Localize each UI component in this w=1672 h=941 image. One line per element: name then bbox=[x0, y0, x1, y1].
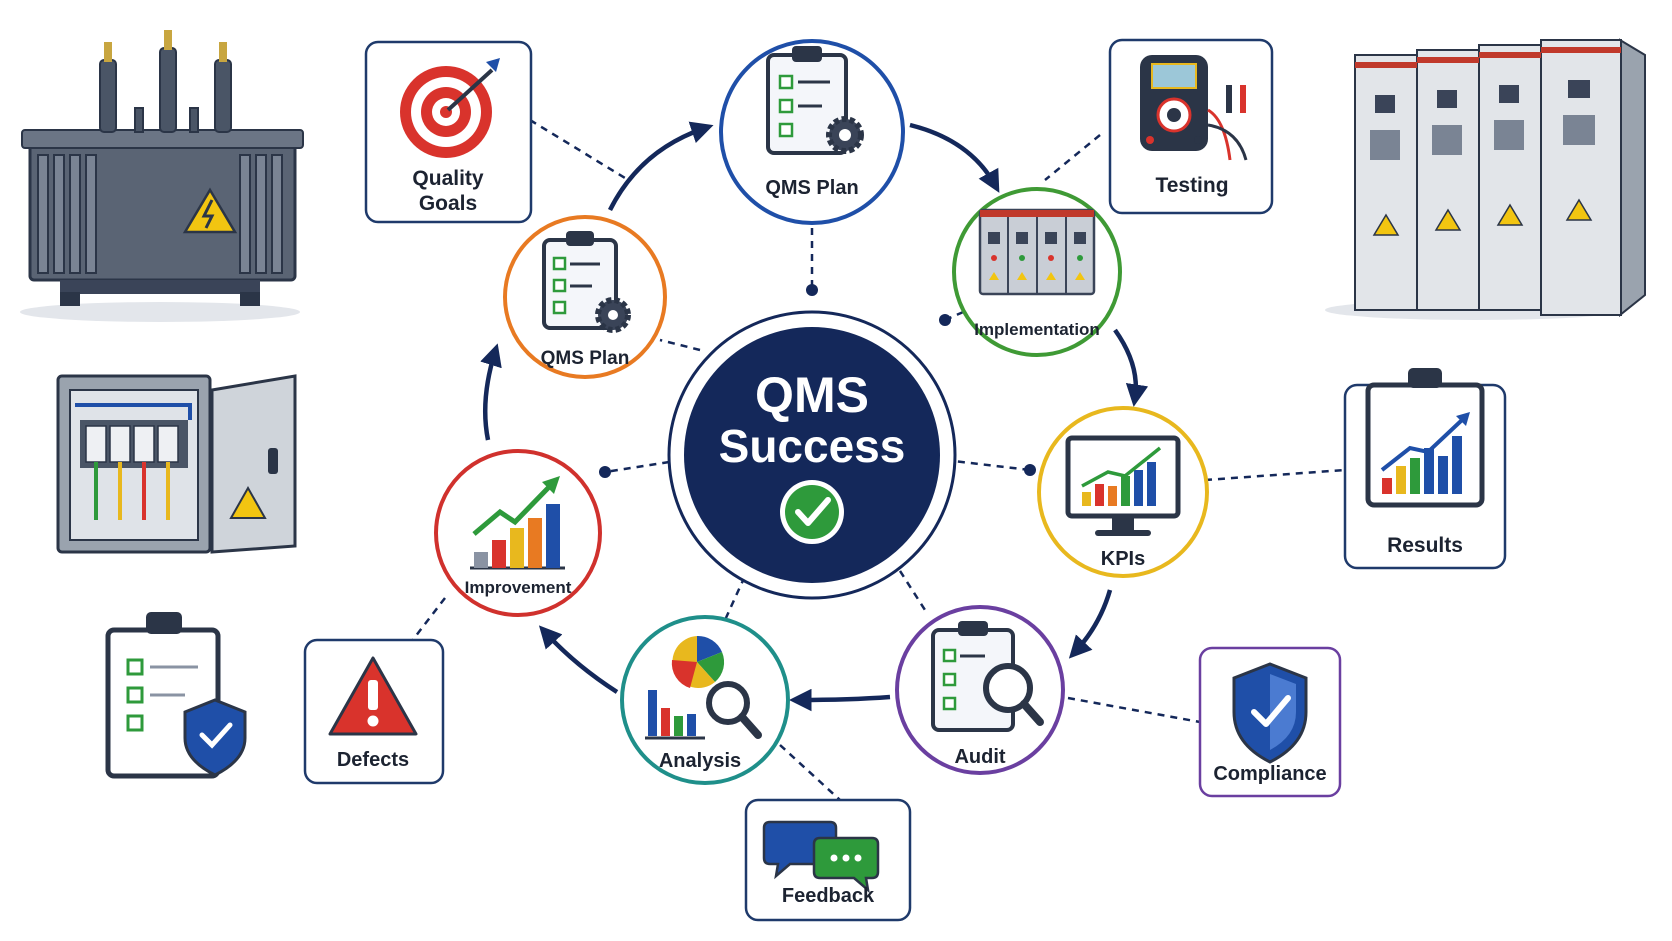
box-compliance[interactable]: Compliance bbox=[1198, 646, 1342, 798]
node-label: Analysis bbox=[659, 750, 741, 772]
box-quality-goals[interactable]: Quality Goals bbox=[364, 40, 533, 224]
node-analysis[interactable]: Analysis bbox=[620, 615, 790, 785]
target-icon bbox=[400, 58, 500, 158]
connector-center-qmsleft bbox=[659, 338, 701, 352]
check-badge-icon bbox=[780, 480, 844, 544]
center-hub: QMS Success bbox=[667, 310, 957, 600]
center-title-line2: Success bbox=[719, 420, 906, 472]
box-label-line2: Goals bbox=[419, 192, 477, 215]
center-title-line1: QMS bbox=[755, 367, 869, 423]
arrow-qmsleft-to-top bbox=[607, 121, 714, 212]
arrow-kpis-to-audit bbox=[1068, 589, 1113, 659]
node-label: QMS Plan bbox=[765, 177, 858, 199]
node-audit[interactable]: Audit bbox=[895, 605, 1065, 775]
box-feedback[interactable]: Feedback bbox=[744, 798, 912, 922]
box-label-line1: Testing bbox=[1155, 174, 1228, 197]
electrical-panel-icon bbox=[56, 374, 297, 554]
node-label: KPIs bbox=[1101, 548, 1145, 570]
box-label-line1: Feedback bbox=[782, 885, 875, 907]
arrow-top-to-implementation bbox=[909, 122, 1000, 193]
connector-center-kpis bbox=[944, 458, 1031, 472]
switchgear-cabinet-icon bbox=[978, 208, 1096, 296]
clipboard-magnifier-icon bbox=[931, 621, 1044, 732]
box-label-line1: Results bbox=[1387, 534, 1463, 557]
warning-icon bbox=[328, 656, 418, 736]
box-label-line1: Defects bbox=[337, 749, 409, 771]
box-defects[interactable]: Defects bbox=[303, 638, 445, 785]
node-label: Implementation bbox=[974, 320, 1100, 339]
arrow-analysis-to-improvement bbox=[538, 625, 619, 694]
connector-compliance bbox=[1067, 696, 1201, 724]
shield-check-icon bbox=[1232, 662, 1308, 764]
compliance-clipboard-icon bbox=[105, 612, 247, 779]
node-qms-plan-top[interactable]: QMS Plan bbox=[719, 39, 905, 225]
connector-center-analysis bbox=[723, 564, 752, 621]
connector-testing bbox=[1044, 134, 1101, 181]
box-results[interactable]: Results bbox=[1343, 368, 1507, 570]
clipboard-chart-icon bbox=[1365, 368, 1485, 508]
clipboard-gear-icon bbox=[766, 46, 864, 155]
node-qms-plan-left[interactable]: QMS Plan bbox=[503, 215, 667, 379]
node-kpis[interactable]: KPIs bbox=[1037, 406, 1209, 578]
connector-quality-goals bbox=[529, 118, 626, 180]
arrow-improvement-to-qmsleft bbox=[480, 343, 502, 441]
switchgear-lineup-icon bbox=[1325, 38, 1646, 320]
growth-chart-icon bbox=[470, 476, 565, 570]
power-transformer-icon bbox=[20, 30, 304, 322]
clipboard-gear-icon bbox=[542, 231, 631, 333]
cycle-arrows bbox=[480, 121, 1149, 712]
box-testing[interactable]: Testing bbox=[1108, 38, 1274, 215]
box-label-line1: Compliance bbox=[1213, 763, 1326, 785]
node-implementation[interactable]: Implementation bbox=[952, 187, 1122, 357]
connector-results bbox=[1204, 468, 1346, 482]
arrow-audit-to-analysis bbox=[789, 688, 891, 712]
node-improvement[interactable]: Improvement bbox=[434, 449, 602, 617]
chat-bubbles-icon bbox=[762, 820, 880, 894]
charts-magnifier-icon bbox=[645, 635, 762, 740]
connector-center-audit bbox=[891, 559, 927, 611]
box-label-line1: Quality bbox=[412, 167, 484, 190]
node-label: Audit bbox=[954, 746, 1005, 768]
node-label: Improvement bbox=[465, 578, 572, 597]
multimeter-icon bbox=[1140, 55, 1248, 161]
connector-feedback bbox=[779, 744, 841, 801]
arrow-implementation-to-kpis bbox=[1113, 328, 1149, 407]
monitor-chart-icon bbox=[1065, 435, 1181, 536]
node-label: QMS Plan bbox=[541, 348, 630, 369]
